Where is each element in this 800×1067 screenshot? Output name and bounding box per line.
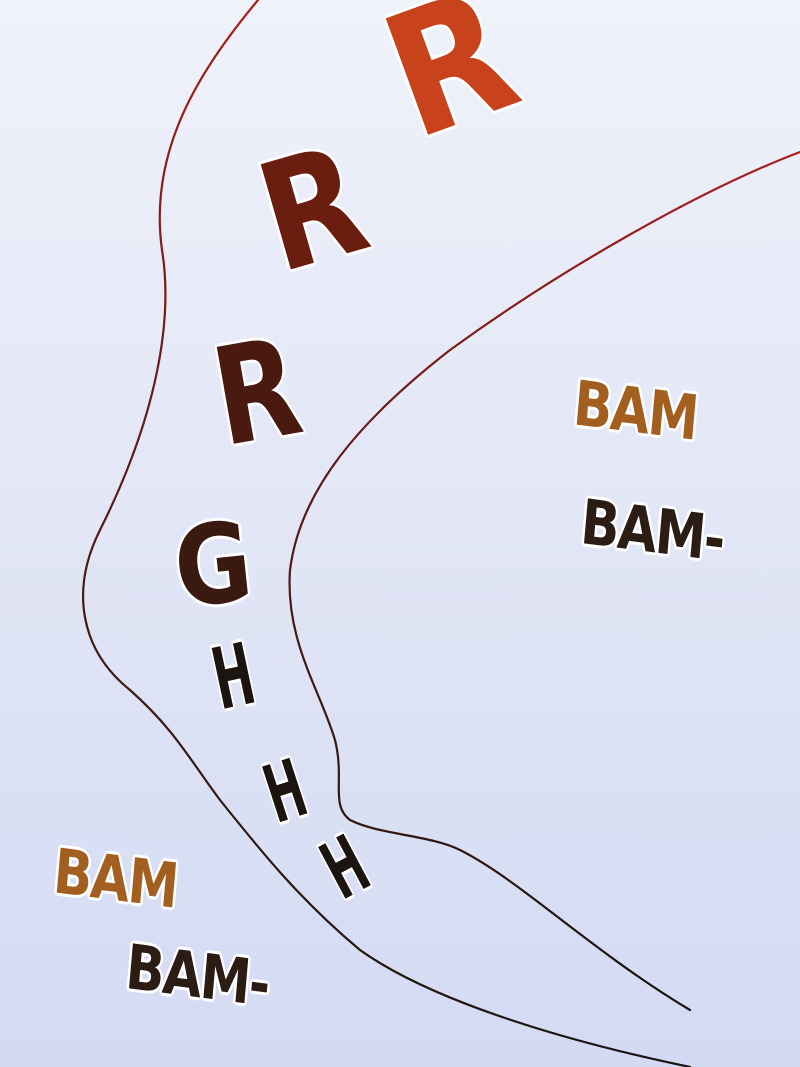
sfx-bam-right-1: BAM bbox=[570, 366, 701, 455]
outer-motion-line bbox=[82, 0, 692, 1067]
sfx-bam-right-2: BAM- bbox=[578, 485, 727, 576]
sfx-bam-left-2: BAM- bbox=[123, 930, 272, 1021]
growl-letter-4: G bbox=[168, 497, 259, 633]
inner-motion-line bbox=[288, 150, 800, 1012]
sfx-bam-left-1: BAM bbox=[50, 834, 181, 923]
